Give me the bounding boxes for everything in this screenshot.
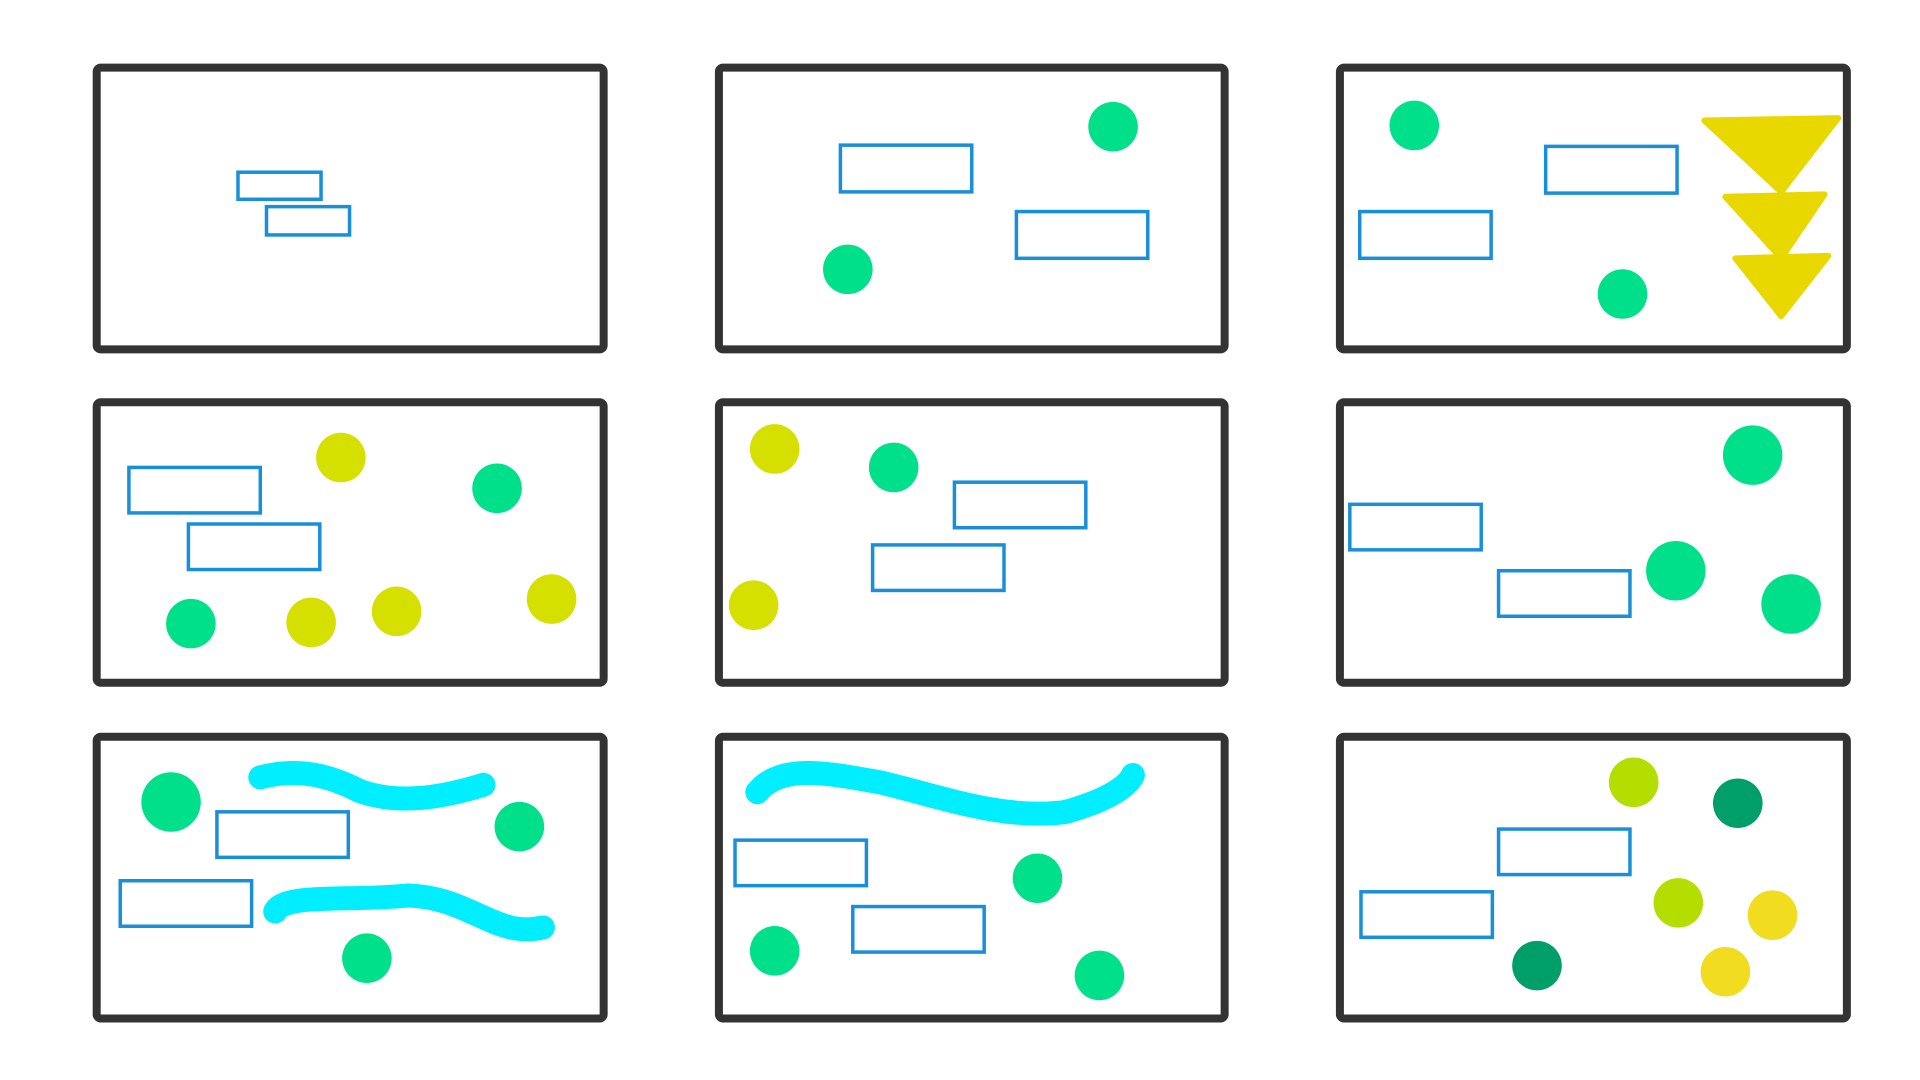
green-circle (1088, 101, 1138, 152)
panel-9 (1335, 732, 1851, 1023)
panel-frame (92, 732, 608, 1023)
blue-rectangle (127, 465, 263, 515)
green-circle (1597, 269, 1648, 319)
blue-rectangle (952, 480, 1088, 530)
green-circle (823, 244, 873, 295)
green-circle (472, 463, 522, 514)
yellow-green-circle (286, 597, 336, 648)
panel-8 (714, 732, 1229, 1023)
blue-rectangle (118, 878, 254, 928)
green-circle (1761, 574, 1821, 634)
yellow-circle (1700, 946, 1751, 997)
lime-circle (1653, 878, 1704, 928)
panel-4 (92, 398, 608, 687)
blue-rectangle (838, 143, 974, 194)
blue-rectangle (1348, 502, 1483, 552)
yellow-green-circle (371, 586, 422, 637)
panel-frame (92, 398, 608, 687)
panel-1 (92, 63, 608, 354)
yellow-triangle (1732, 252, 1832, 320)
panel-6 (1335, 398, 1851, 687)
green-circle (342, 933, 392, 984)
blue-rectangle (1496, 827, 1632, 877)
blue-rectangle (1357, 209, 1493, 261)
panel-3 (1335, 63, 1851, 354)
yellow-triangle (1722, 191, 1828, 262)
blue-rectangle (1496, 569, 1632, 619)
blue-rectangle (1014, 209, 1150, 261)
cyan-stroke (260, 773, 483, 799)
panel-7 (92, 732, 608, 1023)
panel-frame (714, 398, 1229, 687)
green-circle (1722, 425, 1783, 485)
blue-rectangle (215, 810, 351, 860)
green-circle (1646, 541, 1706, 601)
green-circle (141, 772, 201, 832)
blue-rectangle (1543, 144, 1679, 195)
green-circle (166, 598, 216, 649)
yellow-circle (1747, 890, 1798, 940)
green-circle (494, 801, 545, 852)
dark-green-circle (1713, 778, 1763, 829)
panel-2 (714, 63, 1229, 354)
green-circle (1389, 100, 1440, 151)
green-circle (1074, 950, 1125, 1001)
blue-rectangle (733, 838, 869, 888)
blue-rectangle (1359, 890, 1495, 940)
green-circle (1012, 853, 1063, 904)
blue-rectangle (264, 204, 352, 237)
yellow-green-circle (526, 574, 577, 624)
blue-rectangle (870, 543, 1006, 593)
yellow-green-circle (749, 424, 800, 474)
blue-rectangle (851, 904, 986, 954)
panel-5 (714, 398, 1229, 687)
blue-rectangle (186, 522, 322, 572)
green-circle (868, 442, 919, 493)
dark-green-circle (1512, 940, 1562, 991)
green-circle (749, 926, 800, 976)
cyan-stroke (275, 895, 543, 929)
panel-frame (1335, 398, 1851, 687)
panel-frame (1335, 732, 1851, 1023)
yellow-triangle (1701, 115, 1842, 195)
panel-frame (714, 63, 1229, 354)
yellow-green-circle (728, 580, 779, 630)
blue-rectangle (236, 170, 323, 202)
cyan-stroke (757, 773, 1133, 814)
yellow-green-circle (316, 432, 366, 483)
lime-circle (1608, 757, 1659, 808)
